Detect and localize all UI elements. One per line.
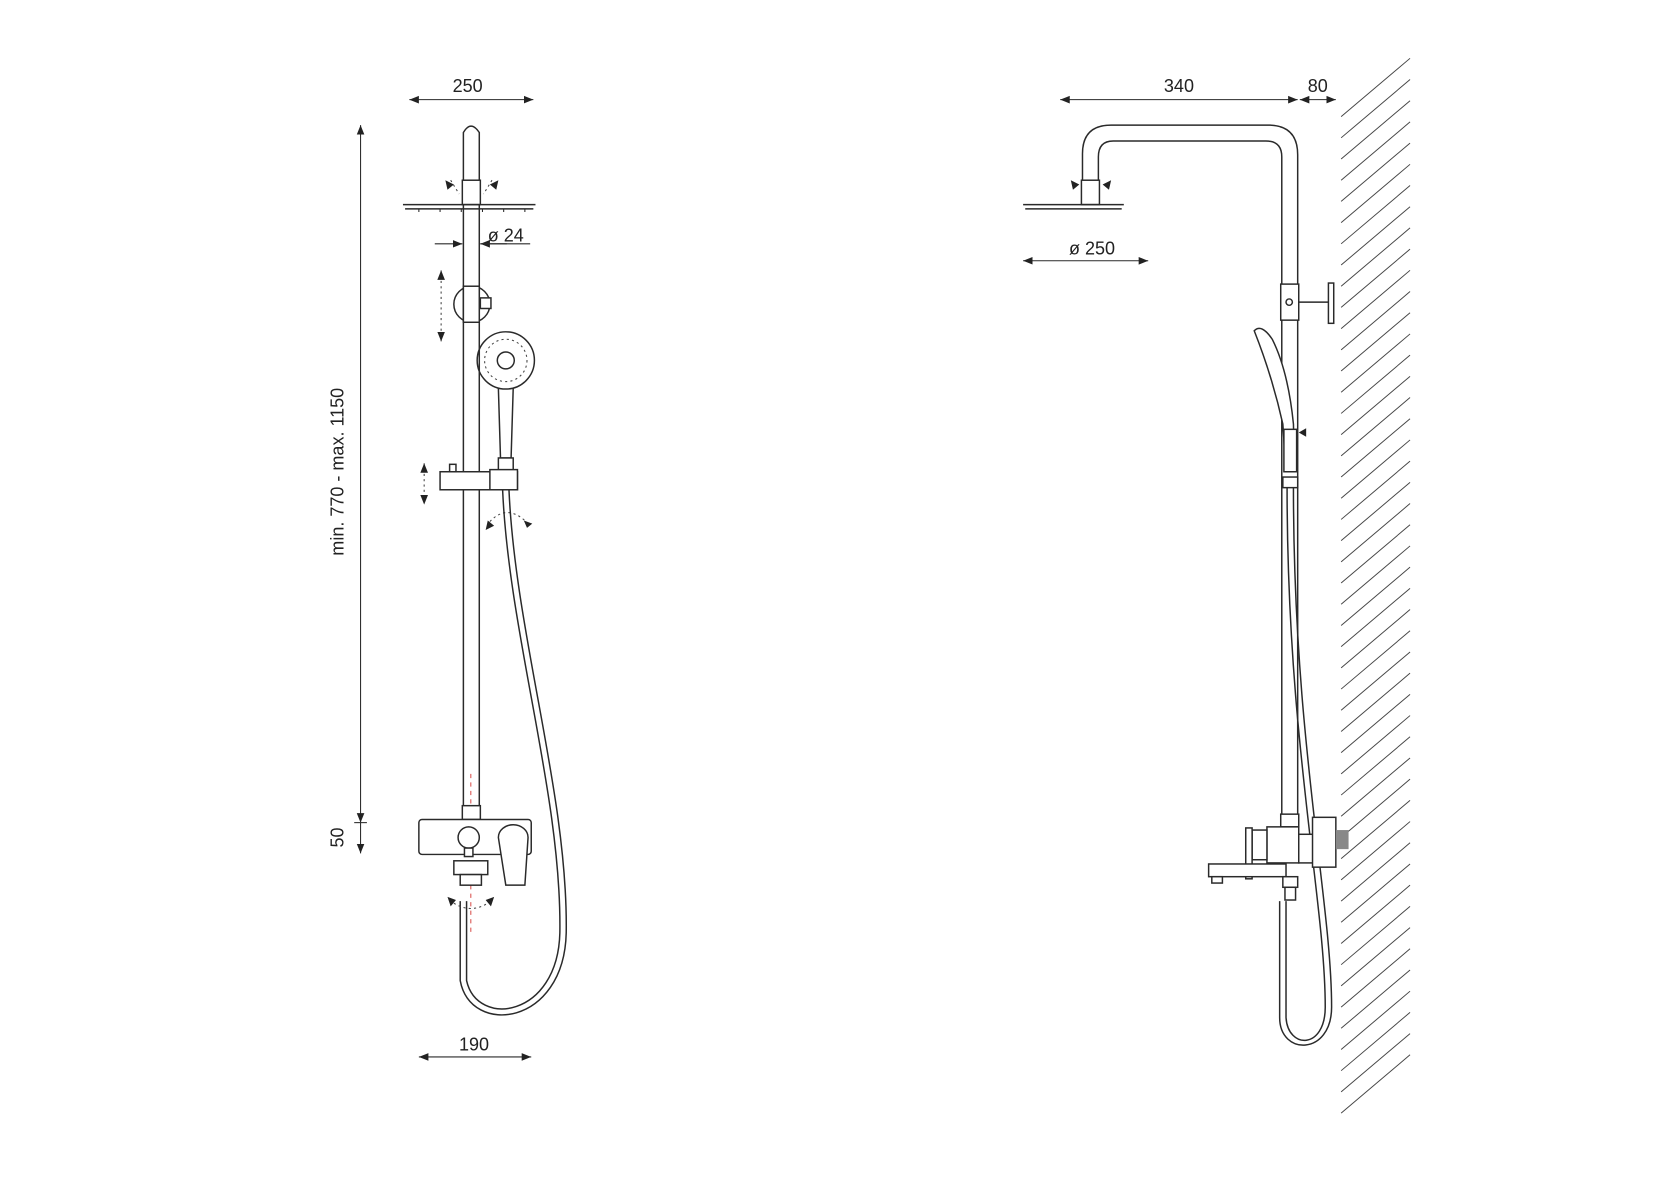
wall-hatching: [1340, 57, 1411, 1114]
shower-arm-pipe: [1081, 124, 1299, 817]
dimension-label: ø 250: [1069, 238, 1115, 258]
hatch-line: [1340, 333, 1411, 393]
hatch-line: [1340, 566, 1411, 626]
dimension-label: 80: [1308, 76, 1328, 96]
shower-hose: [465, 489, 561, 1010]
hatch-line: [1340, 503, 1411, 563]
rain-shower-head-side: [1023, 203, 1124, 210]
side-view: 340 80 ø 250: [1023, 57, 1411, 1114]
hatch-line: [1340, 800, 1411, 860]
hatch-line: [1340, 312, 1411, 372]
hatch-line: [1340, 842, 1411, 902]
hatch-line: [1340, 884, 1411, 944]
hatch-line: [1340, 291, 1411, 351]
hatch-line: [1340, 906, 1411, 966]
dimension-label: 340: [1164, 76, 1194, 96]
hatch-line: [1340, 863, 1411, 923]
hatch-line: [1340, 630, 1411, 690]
hatch-line: [1340, 121, 1411, 181]
hatch-line: [1340, 57, 1411, 117]
hatch-line: [1340, 757, 1411, 817]
thermostatic-mixer: [418, 804, 532, 910]
hatch-line: [1340, 609, 1411, 669]
hatch-line: [1340, 227, 1411, 287]
hatch-line: [1340, 100, 1411, 160]
hatch-line: [1340, 927, 1411, 987]
shower-pole: [462, 125, 481, 817]
hatch-line: [1340, 248, 1411, 308]
hatch-line: [1340, 163, 1411, 223]
hatch-line: [1340, 142, 1411, 202]
hatch-line: [1340, 354, 1411, 414]
hatch-line: [1340, 736, 1411, 796]
hatch-line: [1340, 185, 1411, 245]
hatch-line: [1340, 481, 1411, 542]
dimension-label: 190: [459, 1035, 489, 1055]
hatch-line: [1340, 460, 1411, 520]
dimension-height: min. 770 - max. 1150 50: [328, 125, 367, 854]
hatch-line: [1340, 587, 1411, 648]
hatch-line: [1340, 524, 1411, 584]
dimension-pipe-diameter: ø 24: [434, 226, 531, 248]
hatch-line: [1340, 693, 1411, 754]
hand-shower: [476, 331, 536, 472]
head-connector: [461, 179, 482, 206]
front-view: 250 min. 770 - max. 1150 50 ø 24: [328, 76, 567, 1061]
hatch-line: [1340, 672, 1411, 732]
hatch-line: [1340, 79, 1411, 139]
hatch-line: [1340, 397, 1411, 457]
rain-shower-head: [402, 203, 536, 213]
hatch-line: [1340, 545, 1411, 605]
hatch-line: [1340, 439, 1411, 499]
dimension-bottom-width: 190: [418, 1035, 532, 1061]
hatch-line: [1340, 206, 1411, 266]
hatch-line: [1340, 821, 1411, 881]
hatch-line: [1340, 948, 1411, 1008]
hatch-line: [1340, 418, 1411, 478]
hatch-line: [1340, 1012, 1411, 1072]
dimension-label: ø 24: [488, 226, 524, 246]
hatch-line: [1340, 375, 1411, 436]
mixer-side: [1207, 813, 1349, 901]
dimension-wall-offset: 80: [1299, 76, 1336, 104]
hatch-line: [1340, 1054, 1411, 1114]
hatch-line: [1340, 778, 1411, 838]
wall-plate: [1327, 282, 1335, 325]
hatch-line: [1340, 1033, 1411, 1093]
hatch-line: [1340, 715, 1411, 775]
dimension-label: 250: [453, 76, 483, 96]
hatch-line: [1340, 990, 1411, 1050]
hatch-line: [1340, 969, 1411, 1029]
dimension-head-diameter: ø 250: [1023, 238, 1149, 265]
hatch-line: [1340, 651, 1411, 711]
hatch-line: [1340, 269, 1411, 329]
dimension-head-width: 250: [409, 76, 534, 104]
dimension-label: 50: [328, 827, 348, 847]
dimension-arm-projection: 340: [1060, 76, 1298, 104]
dimension-label: min. 770 - max. 1150: [328, 388, 348, 556]
